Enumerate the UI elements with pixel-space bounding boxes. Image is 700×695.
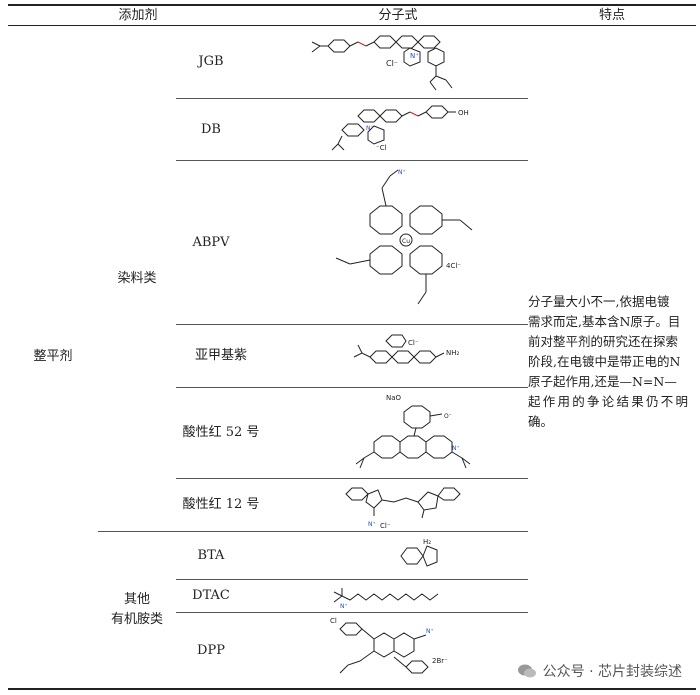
header-additive: 添加剂 bbox=[118, 7, 158, 23]
category-leveler: 整平剂 bbox=[33, 349, 73, 364]
group-amines-line1: 其他 bbox=[123, 592, 150, 607]
compound-acid-red-52: 酸性红 52 号 bbox=[182, 425, 260, 440]
feature-line: 原子起作用,还是—N=N— bbox=[528, 374, 677, 389]
structure-label: N⁺ bbox=[398, 169, 406, 176]
group-amines: 其他 有机胺类 bbox=[98, 532, 176, 688]
feature-line: 需求而定,基本含N原子。目 bbox=[528, 314, 681, 329]
feature-line: 起作用的争论结果仍不明确。 bbox=[528, 394, 688, 429]
compound-methylene-violet: 亚甲基紫 bbox=[194, 348, 247, 363]
structure-acid-red-12: N⁺ Cl⁻ bbox=[338, 482, 498, 530]
compound-abpv: ABPV bbox=[192, 234, 230, 250]
structure-label: NH₂ bbox=[446, 349, 460, 357]
group-amines-line2: 有机胺类 bbox=[110, 612, 163, 627]
structure-methylene-violet: NH₂ Cl⁻ bbox=[346, 329, 496, 385]
structure-label: Cl⁻ bbox=[386, 59, 398, 68]
compound-dtac: DTAC bbox=[192, 588, 230, 603]
feature-line: 前对整平剂的研究还在探索 bbox=[528, 334, 679, 349]
row-divider bbox=[176, 324, 528, 325]
structure-label: N⁺ bbox=[410, 52, 419, 60]
additive-table: 添加剂 分子式 特点 整平剂 染料类 其他 有机胺类 JGB DB ABPV 亚… bbox=[8, 4, 696, 690]
compound-dpp: DPP bbox=[197, 642, 225, 658]
structure-label: N⁺ bbox=[340, 603, 348, 610]
feature-description: 分子量大小不一,依据电镀 需求而定,基本含N原子。目 前对整平剂的研究还在探索 … bbox=[528, 292, 688, 432]
table-bottom-rule bbox=[8, 688, 696, 690]
compound-acid-red-12: 酸性红 12 号 bbox=[182, 497, 260, 512]
structure-dpp: Cl 2Br⁻ N⁺ bbox=[326, 615, 476, 687]
structure-label: H₂ bbox=[423, 538, 431, 546]
table-top-rule bbox=[8, 4, 696, 6]
row-divider bbox=[176, 160, 528, 161]
row-divider bbox=[176, 579, 528, 580]
structure-acid-red-52: NaO O⁻ N⁺ bbox=[338, 392, 498, 476]
compound-jgb: JGB bbox=[198, 54, 224, 69]
structure-label: N⁺ bbox=[368, 521, 376, 528]
feature-line: 阶段,在电镀中是带正电的N bbox=[528, 354, 681, 369]
feature-line: 分子量大小不一,依据电镀 bbox=[528, 294, 670, 309]
structure-label: Cl bbox=[330, 617, 337, 625]
structure-label: O⁻ bbox=[444, 413, 452, 420]
structure-label: N⁺ bbox=[366, 125, 374, 132]
row-divider bbox=[176, 612, 528, 613]
structure-label: NaO bbox=[386, 394, 402, 402]
compound-bta: BTA bbox=[197, 547, 225, 563]
structure-dtac: N⁺ bbox=[330, 584, 450, 610]
structure-abpv: Cu 4Cl⁻ N⁺ bbox=[310, 164, 500, 322]
structure-bta: H₂ bbox=[393, 534, 453, 578]
structure-label: ⁻Cl bbox=[376, 144, 387, 152]
header-rule bbox=[8, 25, 696, 26]
watermark: 公众号 · 芯片封装综述 bbox=[512, 659, 686, 683]
structure-label: N⁺ bbox=[452, 445, 460, 452]
structure-label: Cu bbox=[402, 238, 410, 245]
row-divider bbox=[176, 478, 528, 479]
group-divider bbox=[98, 531, 528, 532]
structure-label: OH bbox=[458, 109, 469, 117]
structure-label: 2Br⁻ bbox=[432, 657, 448, 665]
structure-label: Cl⁻ bbox=[380, 522, 391, 530]
header-feature: 特点 bbox=[598, 7, 625, 23]
row-divider bbox=[176, 98, 528, 99]
structure-db: OH ⁻Cl N⁺ bbox=[328, 100, 508, 160]
row-divider bbox=[176, 387, 528, 388]
structure-label: Cl⁻ bbox=[408, 339, 419, 347]
wechat-icon bbox=[517, 664, 536, 678]
structure-label: 4Cl⁻ bbox=[446, 262, 461, 270]
structure-label: N⁺ bbox=[426, 628, 434, 635]
header-formula: 分子式 bbox=[378, 7, 418, 23]
group-dyes: 染料类 bbox=[117, 270, 157, 286]
structure-jgb: Cl⁻ N⁺ bbox=[306, 28, 486, 98]
watermark-text: 公众号 · 芯片封装综述 bbox=[542, 664, 682, 680]
compound-db: DB bbox=[201, 121, 221, 137]
